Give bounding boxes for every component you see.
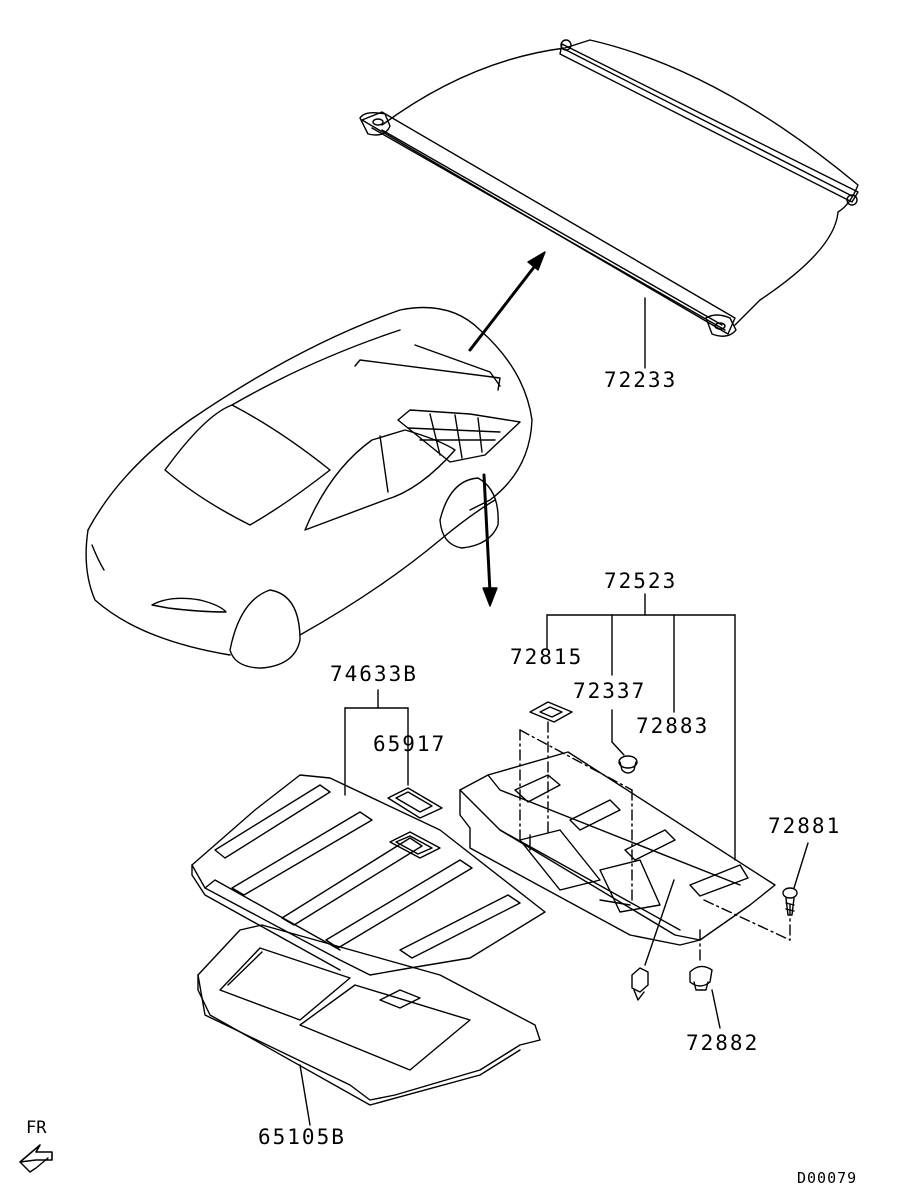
clip-72882-drawing — [689, 965, 721, 1029]
part-number-72233: 72233 — [604, 368, 678, 392]
clip-72883-drawing — [631, 879, 675, 1001]
part-number-72815: 72815 — [510, 645, 584, 669]
part-number-72881: 72881 — [768, 814, 842, 838]
vehicle-outline — [85, 306, 533, 669]
handle-65917-drawing — [387, 787, 443, 819]
part-number-72523: 72523 — [604, 569, 678, 593]
drawing-number: D00079 — [797, 1169, 858, 1187]
screw-72881-drawing — [782, 842, 809, 916]
floor-board-drawing — [191, 774, 546, 976]
storage-tray-drawing — [197, 924, 541, 1106]
part-number-74633B: 74633B — [330, 662, 418, 686]
front-direction-arrow-icon — [19, 1144, 53, 1173]
part-number-72883: 72883 — [636, 714, 710, 738]
explosion-arrows — [468, 251, 546, 607]
part-number-72337: 72337 — [573, 679, 647, 703]
pad-72815-drawing — [529, 701, 573, 723]
cargo-floor-box-drawing — [459, 751, 776, 946]
part-number-65917: 65917 — [373, 732, 447, 756]
tonneau-cover-drawing — [359, 39, 859, 337]
part-number-65105B: 65105B — [258, 1125, 346, 1149]
cap-72337-drawing — [611, 709, 638, 774]
alignment-lines — [519, 721, 791, 961]
leader-65105B — [299, 1064, 311, 1126]
part-number-72882: 72882 — [686, 1031, 760, 1055]
leader-74633B-bracket — [344, 689, 409, 796]
leader-72523-bracket — [546, 593, 736, 861]
front-direction-label: FR — [26, 1118, 47, 1138]
